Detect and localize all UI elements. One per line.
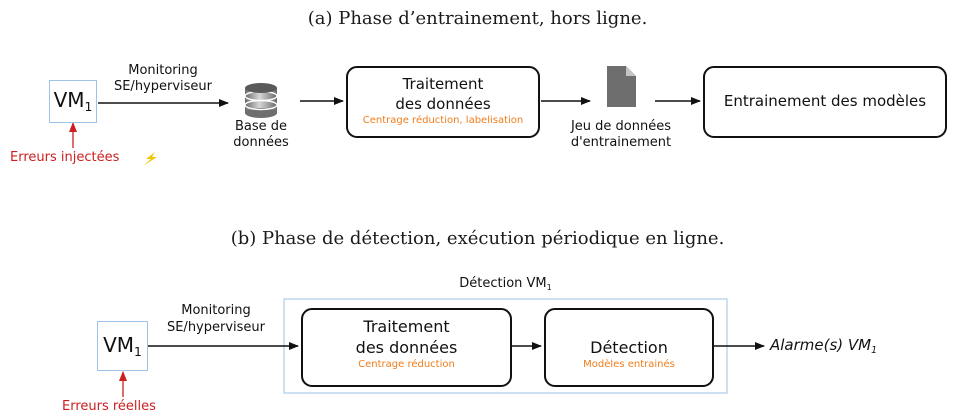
lightning-icon (143, 152, 157, 166)
injected-errors-label: Erreurs injectées (10, 150, 120, 165)
vm-node-a (49, 80, 97, 123)
detection-group-label: Détection VM1 (459, 276, 552, 292)
real-errors-label: Erreurs réelles (62, 399, 156, 414)
processing-text-b: Traitement des données Centrage réductio… (355, 317, 458, 370)
vm-label-a: VM1 (53, 88, 93, 114)
phase-a-caption: (a) Phase d’entrainement, hors ligne. (307, 8, 648, 29)
processing-box-a (346, 66, 540, 138)
document-icon (607, 66, 636, 107)
detection-text: Détection Modèles entrainés (583, 338, 675, 370)
vm-node-b (97, 321, 148, 371)
database-label: Base de données (233, 119, 289, 150)
processing-box-b (301, 308, 512, 387)
dataset-label: Jeu de données d'entrainement (570, 119, 672, 150)
training-text: Entrainement des modèles (723, 92, 927, 110)
database-icon (244, 83, 278, 118)
vm-label-b: VM1 (103, 333, 142, 359)
phase-b-caption: (b) Phase de détection, exécution périod… (230, 228, 725, 249)
processing-text-a: Traitement des données Centrage réductio… (362, 75, 524, 126)
alarm-label: Alarme(s) VM1 (770, 336, 878, 356)
monitoring-label-b: Monitoring SE/hyperviseur (166, 303, 266, 335)
monitoring-label-a: Monitoring SE/hyperviseur (113, 63, 213, 94)
detection-box (544, 308, 714, 387)
training-box (703, 66, 947, 138)
